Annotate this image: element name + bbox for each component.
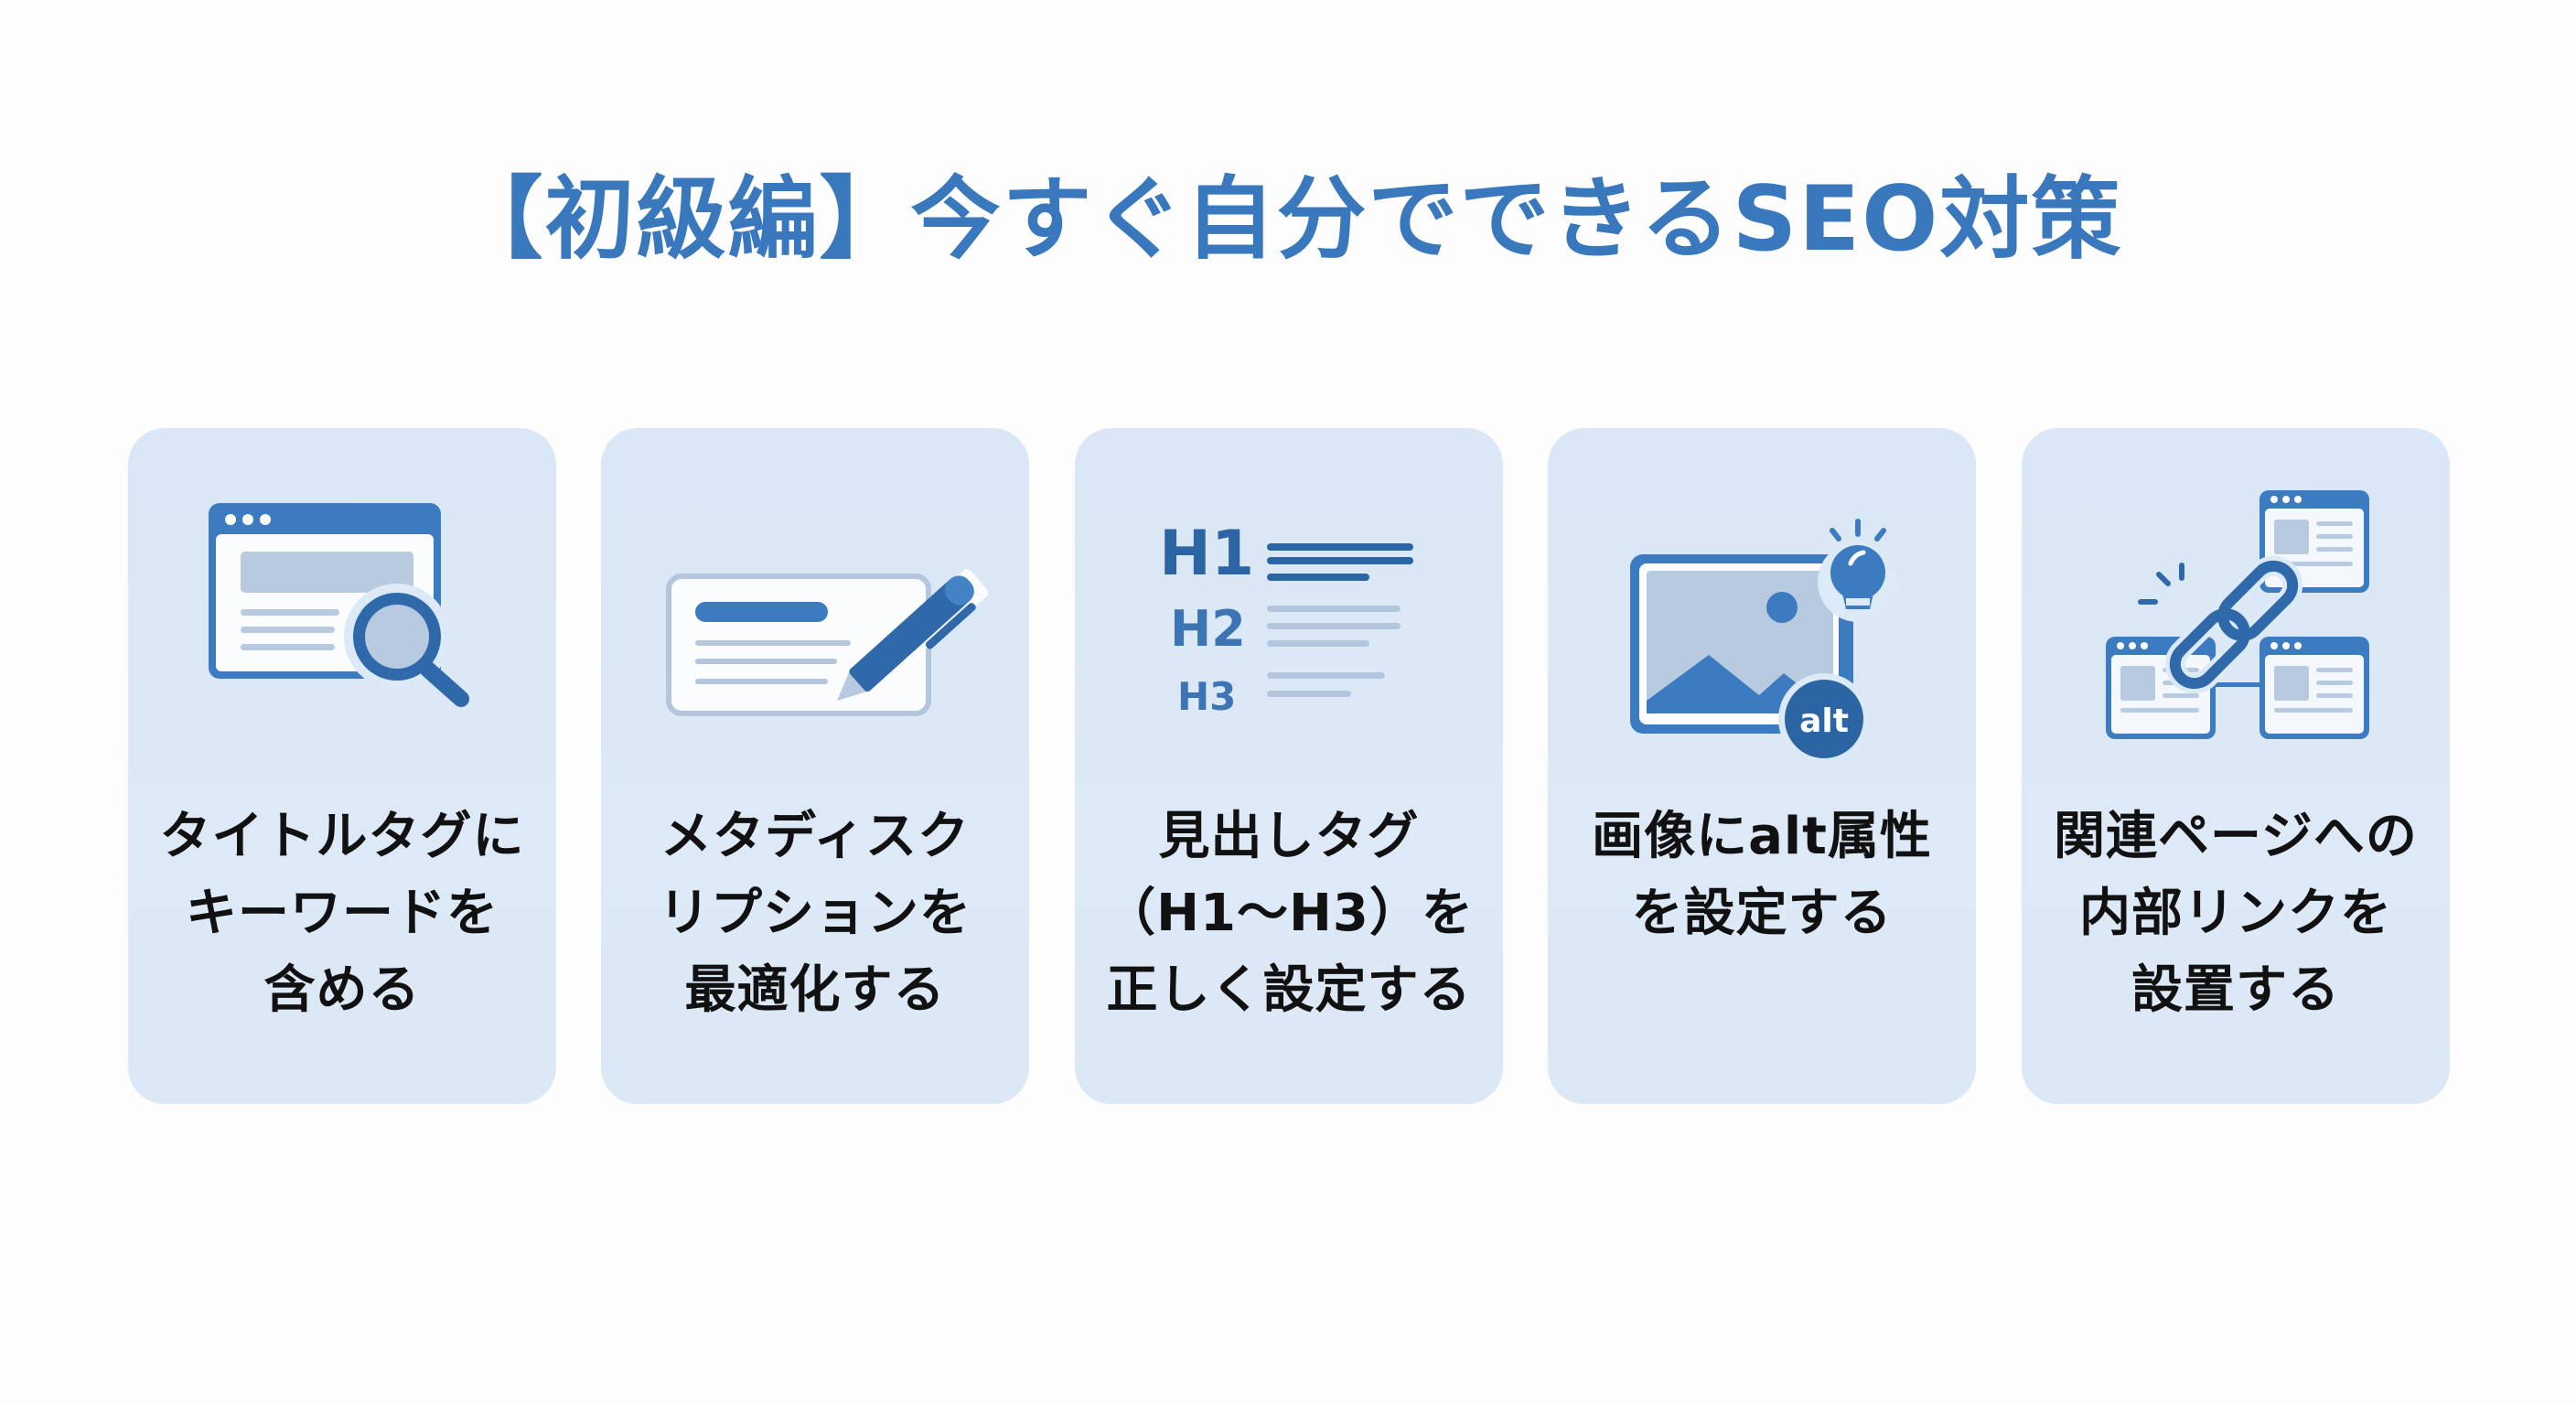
card-title-tag: タイトルタグに キーワードを 含める: [128, 428, 556, 1104]
card-label-line: 内部リンクを: [2079, 884, 2392, 943]
card-label: メタディスク リプションを 最適化する: [610, 799, 1020, 1029]
svg-text:H3: H3: [1177, 674, 1236, 719]
card-label: 画像にalt属性 を設定する: [1557, 799, 1967, 952]
card-label-line: を設定する: [1631, 884, 1893, 943]
card-meta-description: メタディスク リプションを 最適化する: [601, 428, 1029, 1104]
svg-text:alt: alt: [1799, 702, 1849, 740]
heading-tags-icon: H1 H2 H3: [1075, 483, 1503, 776]
svg-text:H1: H1: [1159, 518, 1254, 590]
page-title: 【初級編】今すぐ自分でできるSEO対策: [453, 167, 2123, 272]
image-alt-icon: alt: [1548, 483, 1976, 776]
card-label-line: メタディスク: [660, 807, 971, 866]
card-label-line: リプションを: [659, 884, 971, 943]
card-label-line: （H1～H3）を: [1104, 884, 1474, 943]
browser-search-icon: [128, 483, 556, 776]
card-label: タイトルタグに キーワードを 含める: [137, 799, 547, 1029]
card-image-alt: alt 画像にalt属性 を設定する: [1548, 428, 1976, 1104]
card-label-line: 正しく設定する: [1106, 960, 1472, 1020]
card-label-line: 設置する: [2131, 960, 2340, 1020]
card-label-line: 含める: [263, 960, 421, 1020]
svg-text:H2: H2: [1170, 600, 1246, 658]
internal-link-icon: [2022, 483, 2450, 776]
card-label: 関連ページへの 内部リンクを 設置する: [2031, 799, 2441, 1029]
card-label-line: 関連ページへの: [2054, 807, 2418, 866]
card-label-line: タイトルタグに: [159, 807, 525, 866]
seo-tips-list: タイトルタグに キーワードを 含める: [0, 428, 2576, 1105]
card-label: 見出しタグ （H1～H3）を 正しく設定する: [1084, 799, 1494, 1029]
card-label-line: 最適化する: [684, 960, 946, 1020]
card-heading-tags: H1 H2 H3 見出しタグ （H1～H3）を 正しく設定する: [1075, 428, 1503, 1104]
card-label-line: キーワードを: [186, 884, 499, 943]
meta-description-pen-icon: [601, 483, 1029, 776]
card-internal-link: 関連ページへの 内部リンクを 設置する: [2022, 428, 2450, 1104]
card-label-line: 見出しタグ: [1158, 807, 1420, 866]
card-label-line: 画像にalt属性: [1592, 807, 1932, 866]
